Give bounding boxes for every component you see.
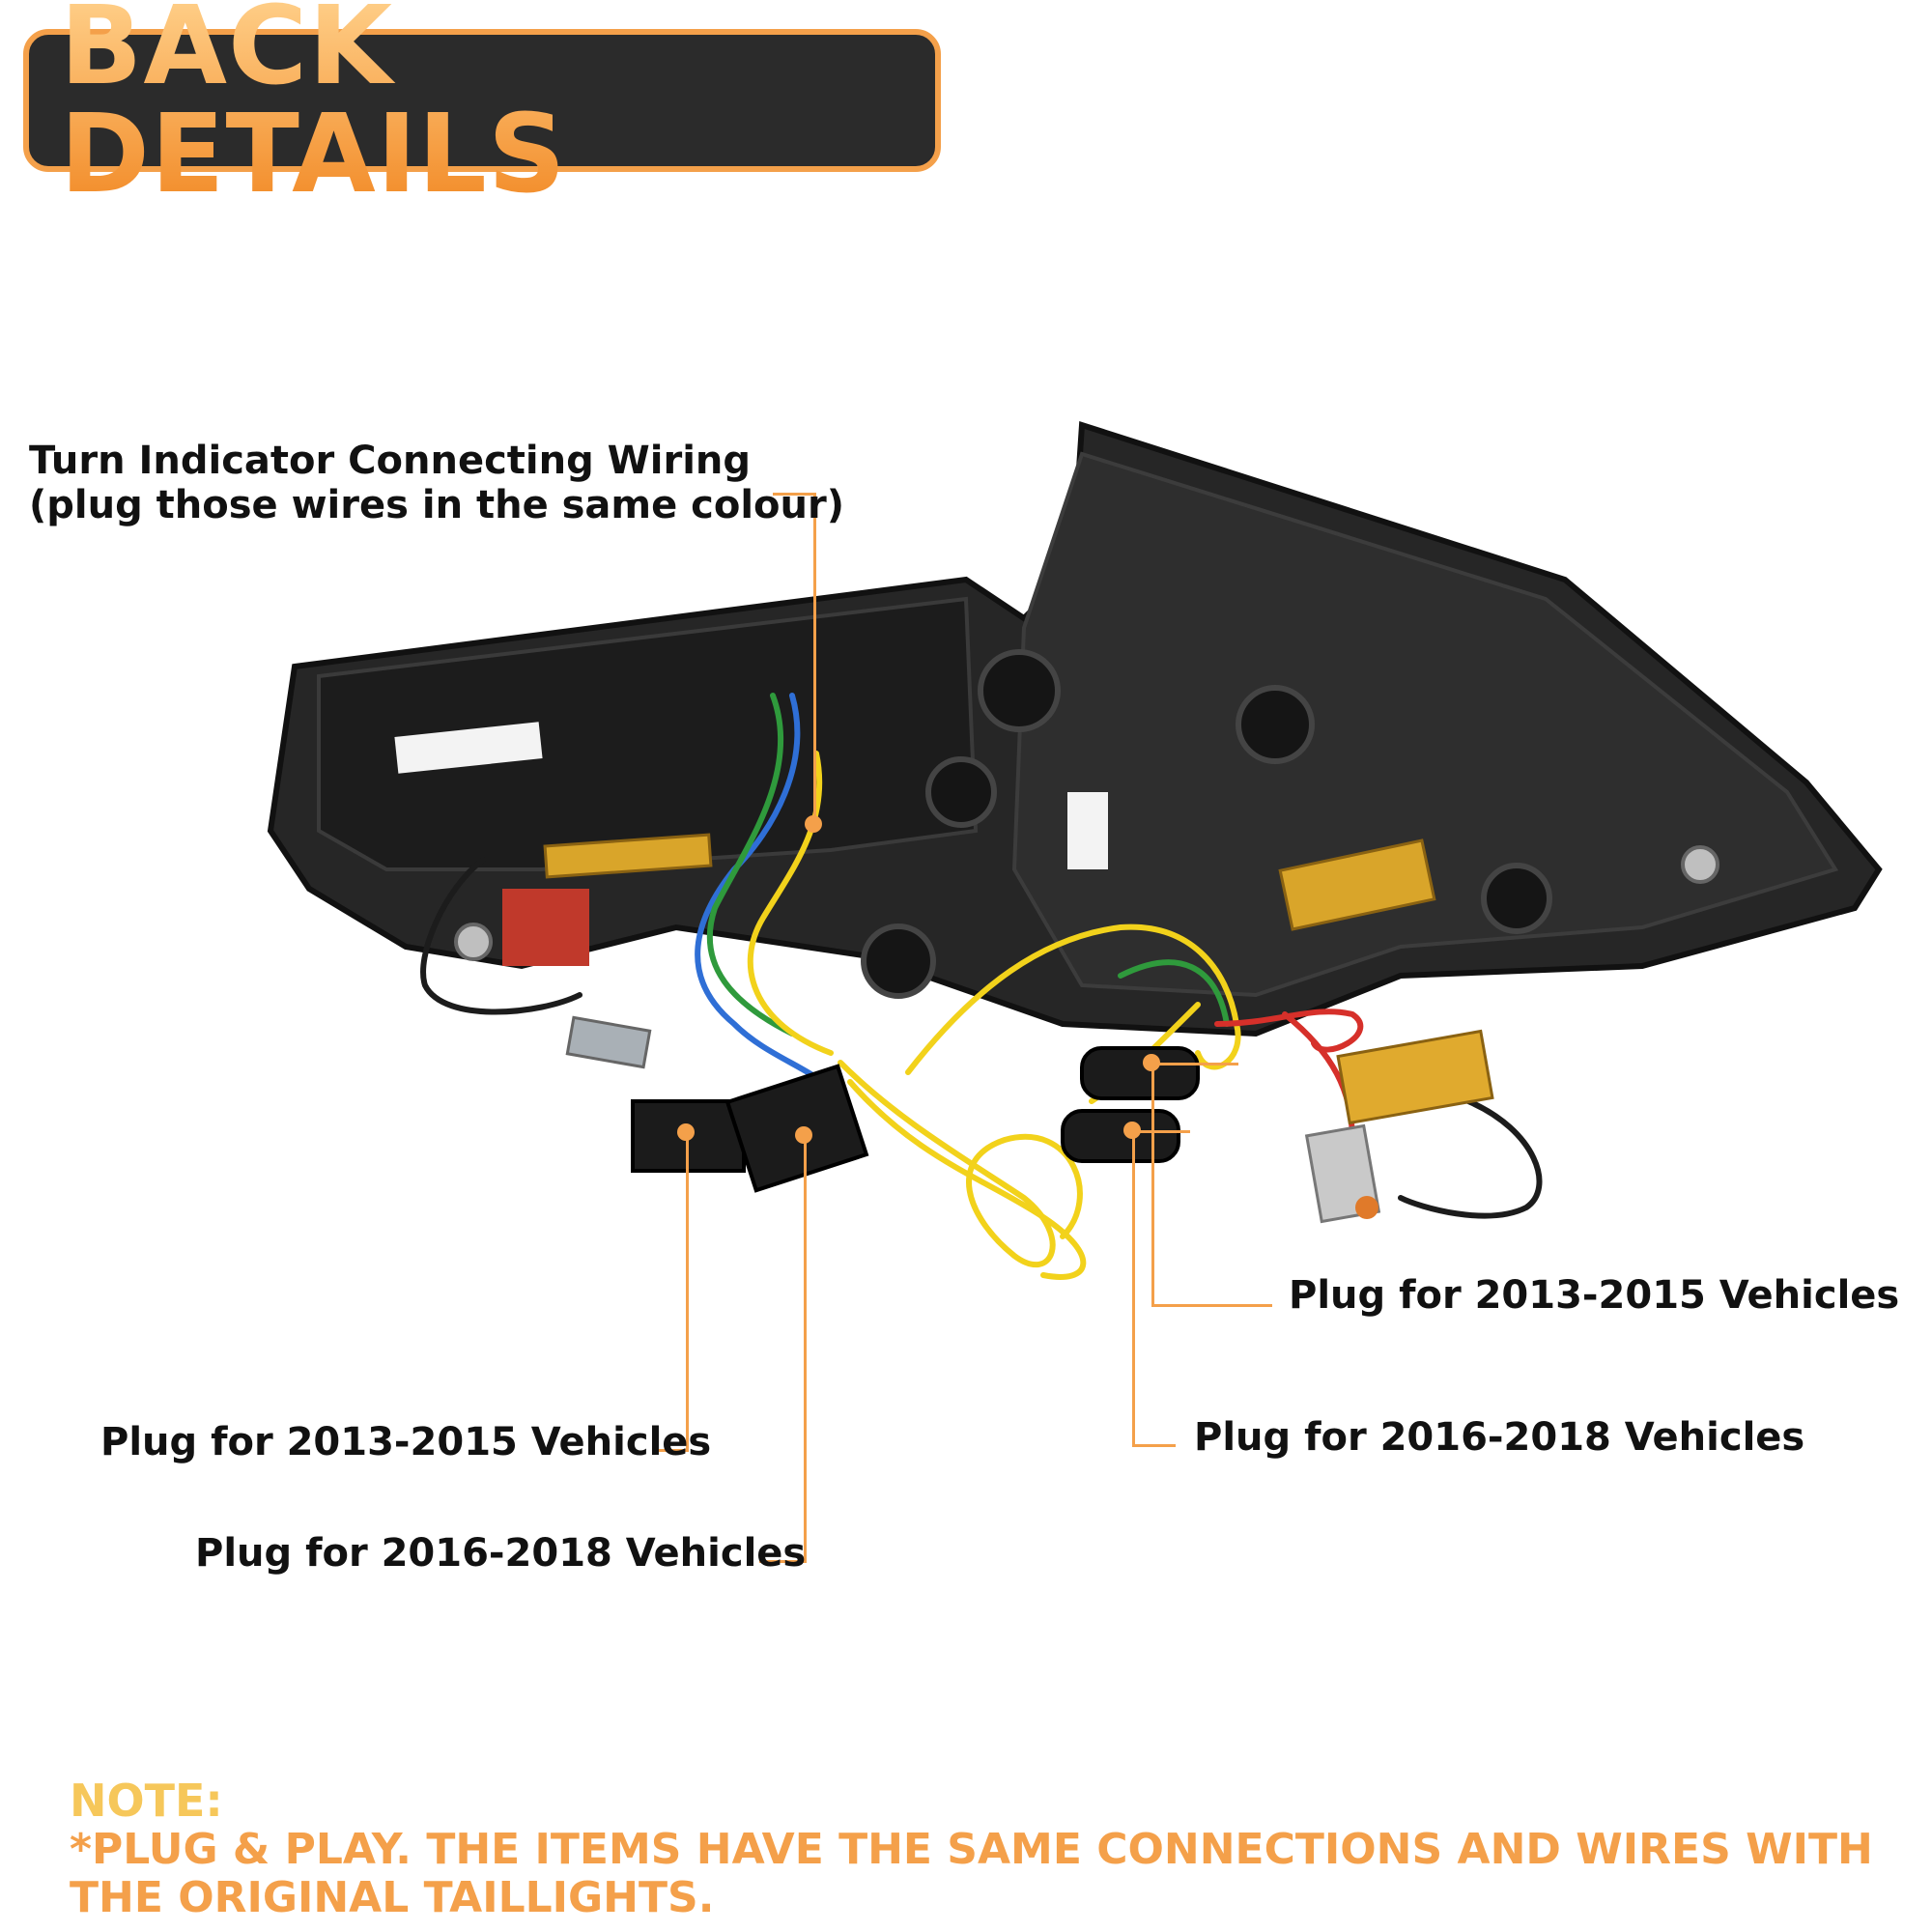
red-panel bbox=[502, 889, 589, 966]
title-badge: BACK DETAILS bbox=[23, 0, 941, 209]
connector-plug bbox=[1080, 1046, 1200, 1100]
page-title: BACK DETAILS bbox=[60, 0, 935, 209]
leader-turn-indicator bbox=[773, 493, 816, 827]
leader-right-plug-2016 bbox=[1132, 1130, 1176, 1447]
connector-plug bbox=[1061, 1109, 1180, 1163]
mount-hole bbox=[1481, 863, 1552, 934]
left-plug-2013-label: Plug for 2013-2015 Vehicles bbox=[100, 1420, 712, 1464]
internal-resistor bbox=[1278, 838, 1436, 931]
stud-bolt bbox=[454, 923, 493, 961]
external-resistor bbox=[1336, 1029, 1494, 1125]
right-plug-2013-label: Plug for 2013-2015 Vehicles bbox=[1289, 1273, 1900, 1318]
small-sticker bbox=[1067, 792, 1108, 869]
note-block: NOTE: *PLUG & PLAY. THE ITEMS HAVE THE S… bbox=[70, 1776, 1905, 1922]
stud-bolt bbox=[1681, 845, 1719, 884]
barcode-sticker bbox=[394, 722, 543, 774]
note-text: *PLUG & PLAY. THE ITEMS HAVE THE SAME CO… bbox=[70, 1825, 1873, 1922]
mount-hole bbox=[925, 756, 997, 828]
connector-plug bbox=[724, 1064, 869, 1193]
internal-resistor bbox=[543, 833, 713, 879]
leader-right-plug-2013 bbox=[1151, 1063, 1272, 1307]
mount-hole bbox=[1236, 685, 1315, 764]
turn-indicator-line1: Turn Indicator Connecting Wiring bbox=[29, 439, 752, 483]
housing-inner-left bbox=[317, 596, 979, 871]
note-heading: NOTE: bbox=[70, 1775, 223, 1827]
turn-indicator-label: Turn Indicator Connecting Wiring (plug t… bbox=[29, 439, 844, 527]
right-plug-2016-label: Plug for 2016-2018 Vehicles bbox=[1194, 1415, 1805, 1460]
connector-socket bbox=[1355, 1196, 1378, 1219]
turn-indicator-line2: (plug those wires in the same colour) bbox=[29, 483, 845, 527]
leader-left-plug-2016 bbox=[759, 1135, 807, 1563]
leader-right-plug-2016-top bbox=[1132, 1130, 1190, 1133]
connector-plug bbox=[565, 1015, 652, 1069]
mount-hole bbox=[978, 649, 1061, 732]
connector-plug bbox=[1304, 1123, 1381, 1224]
leader-left-plug-2013 bbox=[655, 1132, 689, 1452]
mount-hole bbox=[861, 923, 936, 999]
leader-right-plug-2013-top bbox=[1151, 1063, 1238, 1065]
left-plug-2016-label: Plug for 2016-2018 Vehicles bbox=[195, 1531, 807, 1576]
